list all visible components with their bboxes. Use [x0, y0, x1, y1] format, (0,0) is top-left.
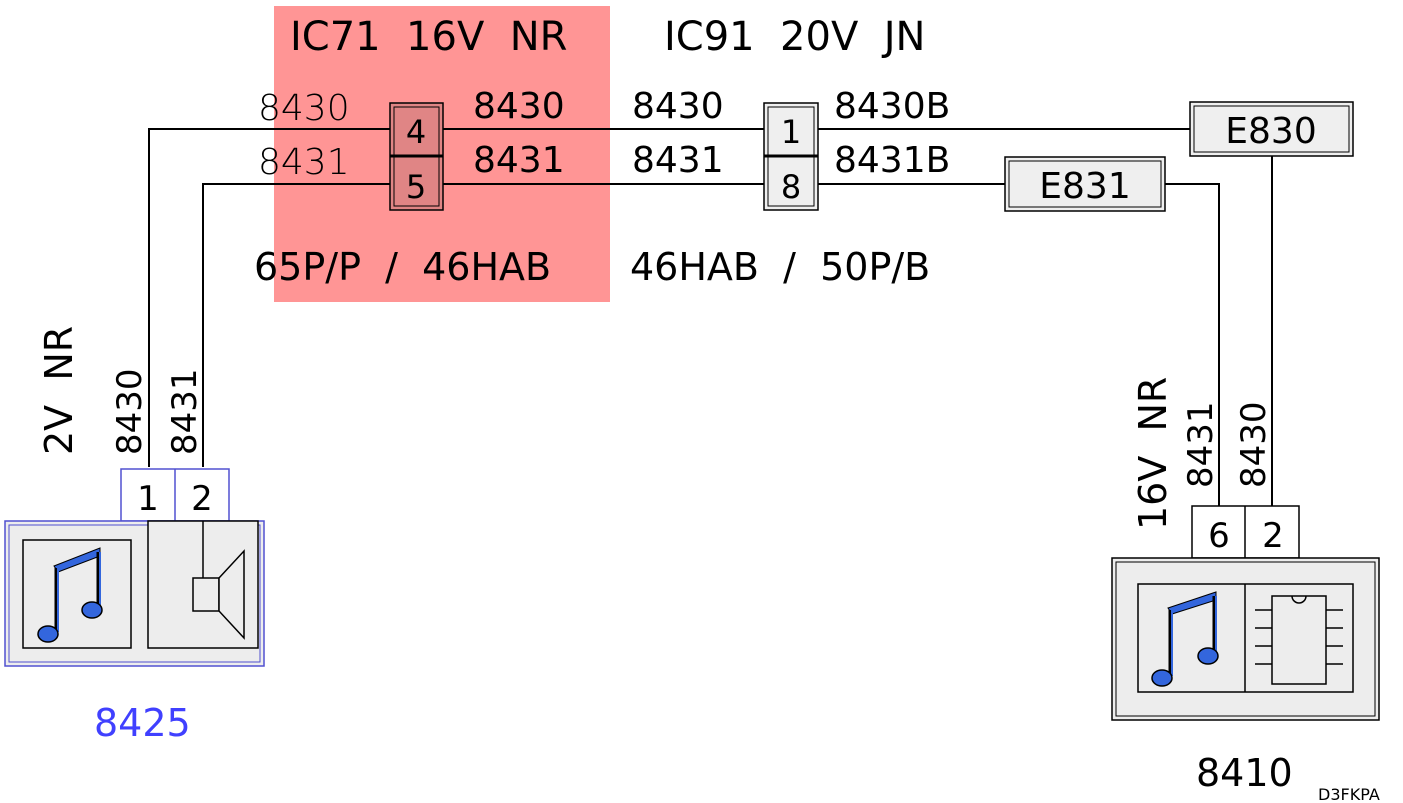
comp-8425-id: 8425 — [94, 701, 191, 745]
ic91-pin-block: 1 8 — [763, 102, 819, 211]
splice-e830-label: E830 — [1225, 111, 1316, 152]
wire-label-8430-left: 8430 — [258, 88, 350, 129]
ic71-pin-block: 4 5 — [389, 102, 444, 211]
comp-8410-id: 8410 — [1196, 751, 1293, 795]
comp-8410-pin-6: 6 — [1208, 516, 1230, 556]
comp-8410-connector-label: 16V NR — [1131, 377, 1175, 530]
music-note-icon — [37, 547, 103, 643]
wire-label-8431-left: 8431 — [258, 142, 350, 183]
music-note-icon — [1151, 591, 1219, 687]
comp-8425-pin-1: 1 — [137, 479, 159, 519]
ic91-note: 46HAB / 50P/B — [630, 245, 930, 289]
ic71-note: 65P/P / 46HAB — [254, 245, 551, 289]
ic91-label: IC91 20V JN — [664, 14, 925, 60]
wire-label-8431-right: 8431 — [632, 140, 724, 181]
splice-e830: E830 — [1189, 101, 1354, 157]
ic71-label: IC71 16V NR — [290, 14, 567, 60]
wire-label-8430b: 8430B — [834, 86, 950, 127]
ic-chip-icon — [1255, 595, 1343, 685]
diagram-code: D3FKPA — [1318, 785, 1380, 803]
comp-8410-body — [1111, 557, 1380, 721]
wire-label-8431b: 8431B — [834, 140, 950, 181]
ic91-pin-1: 1 — [781, 113, 801, 151]
comp-8410-pin-block: 6 2 — [1191, 505, 1300, 559]
speaker-icon — [192, 521, 245, 640]
comp-8425-pin-block: 1 2 — [120, 468, 230, 522]
wire-label-8430-right: 8430 — [632, 86, 724, 127]
comp-8425-wire-8430: 8430 — [110, 368, 150, 455]
splice-e831-label: E831 — [1039, 166, 1130, 207]
comp-8410-pin-2: 2 — [1262, 516, 1284, 556]
comp-8410-wire-8430: 8430 — [1234, 401, 1274, 488]
comp-8425-wire-8431: 8431 — [165, 368, 205, 455]
splice-e831: E831 — [1004, 156, 1166, 212]
ic71-pin-4: 4 — [406, 113, 426, 151]
ic91-pin-8: 8 — [781, 168, 801, 206]
wire-label-8430-mid: 8430 — [473, 86, 565, 127]
comp-8425-connector-label: 2V NR — [37, 326, 81, 455]
comp-8410-wire-8431: 8431 — [1181, 401, 1221, 488]
ic71-pin-5: 5 — [406, 168, 426, 206]
comp-8425-pin-2: 2 — [191, 479, 213, 519]
wire-label-8431-mid: 8431 — [473, 140, 565, 181]
wire-8431-path — [202, 183, 1220, 506]
wire-8430-path — [148, 128, 1273, 506]
